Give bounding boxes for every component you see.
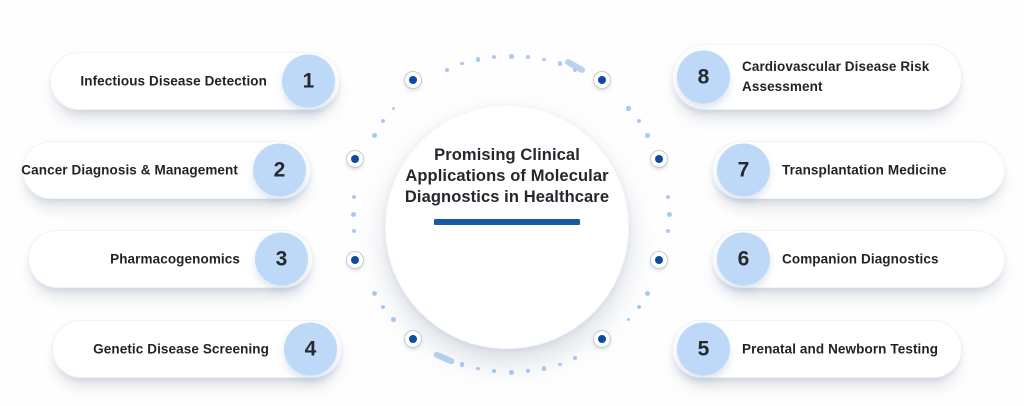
ring-dot-icon bbox=[475, 57, 481, 62]
ring-dot-icon bbox=[645, 290, 651, 296]
list-item-cancer-diagnosis-management: Cancer Diagnosis & Management 2 bbox=[21, 141, 311, 199]
ring-dot-icon bbox=[476, 366, 480, 371]
item-number-badge: 2 bbox=[253, 143, 306, 197]
ring-dot-icon bbox=[350, 211, 356, 217]
ring-dot-icon bbox=[381, 119, 386, 124]
ring-node-dot-icon bbox=[651, 151, 667, 167]
ring-dot-icon bbox=[666, 228, 671, 233]
item-number-badge: 1 bbox=[282, 54, 335, 108]
ring-dot-icon bbox=[508, 53, 514, 59]
ring-dot-icon bbox=[645, 132, 651, 138]
ring-dot-icon bbox=[444, 67, 449, 72]
ring-dot-icon bbox=[351, 195, 356, 200]
ring-node-dot-icon bbox=[405, 72, 421, 88]
ring-dot-icon bbox=[459, 362, 465, 367]
ring-dot-icon bbox=[636, 304, 641, 309]
diagram-title-line: Promising Clinical bbox=[434, 146, 580, 164]
ring-dot-icon bbox=[525, 369, 530, 374]
item-label: Transplantation Medicine bbox=[782, 162, 947, 178]
ring-dot-icon bbox=[460, 61, 464, 66]
item-number-badge: 3 bbox=[255, 232, 308, 286]
list-item-genetic-disease-screening: Genetic Disease Screening 4 bbox=[52, 320, 342, 378]
ring-dash-icon bbox=[432, 350, 456, 366]
item-label: Prenatal and Newborn Testing bbox=[742, 341, 939, 357]
ring-dot-icon bbox=[541, 366, 547, 371]
diagram-title: Promising Clinical Applications of Molec… bbox=[385, 105, 629, 208]
ring-node-dot-icon bbox=[594, 72, 610, 88]
ring-dot-icon bbox=[371, 290, 377, 296]
ring-dot-icon bbox=[391, 317, 396, 322]
ring-dot-icon bbox=[492, 54, 497, 59]
ring-dot-icon bbox=[636, 119, 641, 124]
item-number-badge: 8 bbox=[677, 50, 730, 104]
ring-dot-icon bbox=[666, 211, 672, 217]
ring-node-dot-icon bbox=[594, 331, 610, 347]
ring-node-dot-icon bbox=[405, 331, 421, 347]
ring-dot-icon bbox=[666, 195, 671, 200]
item-label: Cancer Diagnosis & Management bbox=[21, 162, 238, 178]
list-item-cardiovascular-disease-risk-assessment: 8 Cardiovascular Disease Risk Assessment bbox=[672, 44, 962, 110]
ring-dot-icon bbox=[391, 106, 396, 111]
ring-node-dot-icon bbox=[347, 252, 363, 268]
item-number-badge: 4 bbox=[284, 322, 337, 376]
item-number-badge: 5 bbox=[677, 322, 730, 376]
item-label: Pharmacogenomics bbox=[110, 251, 240, 267]
ring-dot-icon bbox=[573, 356, 578, 361]
center-circle: Promising Clinical Applications of Molec… bbox=[385, 105, 629, 349]
diagram-title-line: Diagnostics in Healthcare bbox=[404, 188, 610, 206]
list-item-pharmacogenomics: Pharmacogenomics 3 bbox=[28, 230, 313, 288]
item-number-badge: 6 bbox=[717, 232, 770, 286]
item-label: Infectious Disease Detection bbox=[80, 73, 267, 89]
ring-dot-icon bbox=[492, 369, 497, 374]
title-underline bbox=[434, 219, 580, 225]
ring-dot-icon bbox=[542, 57, 546, 62]
item-label: Genetic Disease Screening bbox=[93, 341, 269, 357]
ring-dot-icon bbox=[626, 106, 631, 111]
diagram-title-line: Applications of Molecular bbox=[405, 167, 609, 185]
list-item-infectious-disease-detection: Infectious Disease Detection 1 bbox=[50, 52, 340, 110]
list-item-transplantation-medicine: 7 Transplantation Medicine bbox=[712, 141, 1005, 199]
ring-node-dot-icon bbox=[347, 151, 363, 167]
item-label: Cardiovascular Disease Risk Assessment bbox=[742, 59, 930, 94]
ring-dot-icon bbox=[351, 228, 356, 233]
list-item-prenatal-and-newborn-testing: 5 Prenatal and Newborn Testing bbox=[672, 320, 962, 378]
ring-dot-icon bbox=[525, 54, 530, 59]
ring-dot-icon bbox=[557, 61, 563, 66]
ring-dot-icon bbox=[371, 132, 377, 138]
item-number-badge: 7 bbox=[717, 143, 770, 197]
list-item-companion-diagnostics: 6 Companion Diagnostics bbox=[712, 230, 1005, 288]
item-label: Companion Diagnostics bbox=[782, 251, 939, 267]
ring-dot-icon bbox=[558, 362, 562, 367]
ring-dot-icon bbox=[626, 317, 631, 322]
ring-node-dot-icon bbox=[651, 252, 667, 268]
ring-dot-icon bbox=[381, 304, 386, 309]
ring-dot-icon bbox=[508, 369, 514, 375]
